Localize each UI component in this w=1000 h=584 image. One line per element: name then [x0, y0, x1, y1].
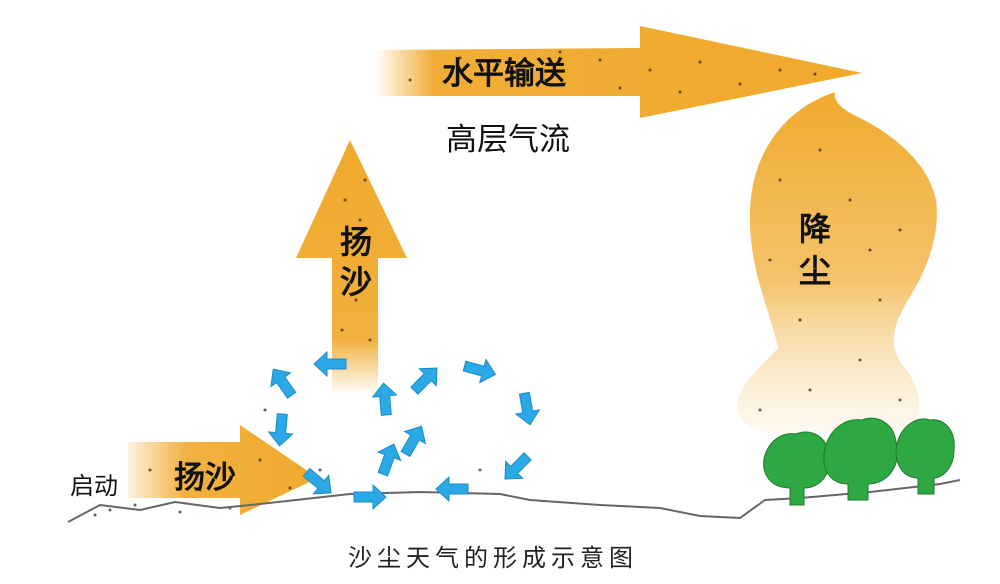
swirl-arrow — [460, 354, 500, 387]
high-airflow-label: 高层气流 — [446, 122, 570, 158]
dust-deposition-plume — [737, 92, 937, 434]
raise-sand-vertical-label: 扬沙 — [339, 223, 372, 301]
swirl-arrow — [405, 358, 447, 400]
rising-sand-arrow — [296, 140, 407, 395]
swirl-arrow — [371, 439, 406, 479]
tree-2 — [823, 417, 898, 501]
swirl-arrow — [262, 361, 302, 403]
tree-3 — [895, 418, 955, 495]
surface-sand-arrow — [128, 425, 318, 515]
swirl-arrow — [435, 476, 469, 502]
trees — [763, 417, 955, 506]
horizontal-transport-arrow — [375, 26, 862, 118]
swirl-arrow — [512, 390, 543, 428]
dust-speckles — [93, 50, 902, 517]
tree-1 — [763, 431, 830, 506]
horizontal-transport-label: 水平输送 — [442, 56, 566, 92]
swirl-arrows — [262, 351, 543, 510]
diagram-caption: 沙尘天气的形成示意图 — [348, 544, 638, 572]
swirl-arrow — [394, 419, 433, 461]
swirl-arrow — [495, 447, 537, 489]
swirl-arrow — [353, 484, 387, 510]
raise-sand-horizontal-label: 扬沙 — [174, 460, 236, 496]
dust-deposition-label: 降尘 — [798, 210, 831, 290]
swirl-arrow — [267, 412, 295, 448]
start-label: 启动 — [70, 472, 118, 500]
